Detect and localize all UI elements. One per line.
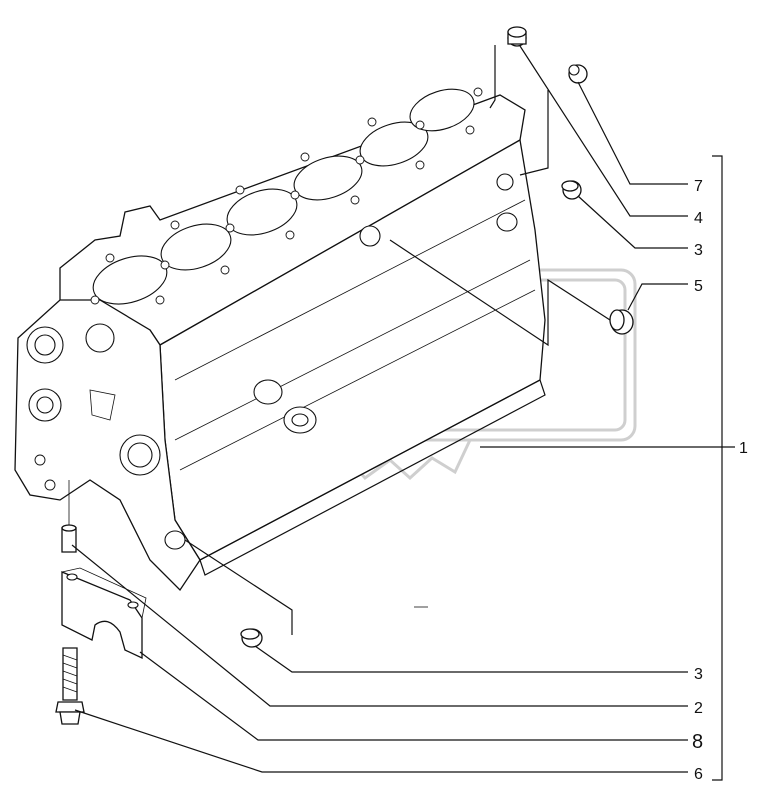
leader-lines (71, 45, 735, 781)
callout-4: 4 (694, 210, 703, 227)
plug-part-5 (609, 309, 634, 335)
nut-part-7 (568, 64, 588, 84)
plug-part-4 (507, 26, 527, 47)
callout-labels: 7 4 3 5 1 3 2 8 6 (692, 178, 748, 783)
callout-8: 8 (692, 731, 703, 753)
callout-3-upper: 3 (694, 242, 703, 259)
deck-holes (90, 87, 483, 305)
callout-2: 2 (694, 700, 703, 717)
bolt-part-6 (55, 647, 85, 725)
plug-part-3-upper (561, 180, 582, 200)
callout-5: 5 (694, 278, 703, 295)
plug-part-3-lower (240, 628, 263, 648)
engine-block (14, 87, 546, 592)
callout-6: 6 (694, 766, 703, 783)
callout-1: 1 (739, 440, 748, 457)
callout-3-lower: 3 (694, 666, 703, 683)
callout-7: 7 (694, 178, 703, 195)
bearing-cap-part-8 (61, 567, 147, 660)
